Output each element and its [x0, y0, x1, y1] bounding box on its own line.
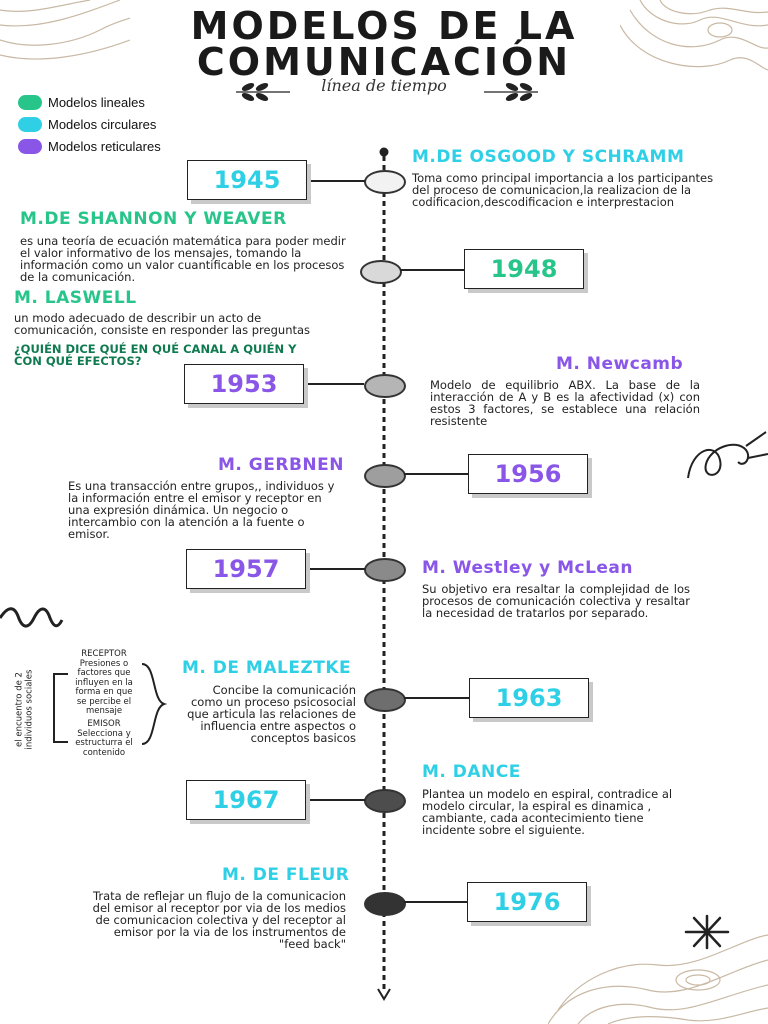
year-box-1953: 1953: [184, 364, 304, 404]
model-title-shannon-weaver: M.DE SHANNON Y WEAVER: [20, 209, 287, 229]
model-question-laswell: ¿QUIÉN DICE QUÉ EN QUÉ CANAL A QUIÉN Y C…: [14, 342, 297, 368]
year-box-1945: 1945: [187, 160, 307, 200]
model-title-westley-mclean: M. Westley y McLean: [422, 558, 634, 578]
decorative-topographic-top-left: [0, 0, 130, 60]
star-doodle-icon: [684, 914, 730, 950]
model-desc-de-fleur: Trata de reflejar un flujo de la comunic…: [92, 889, 346, 951]
model-title-de-fleur: M. DE FLEUR: [222, 865, 350, 885]
maletzke-side-label: el encuentro de 2 individuos sociales: [14, 669, 35, 750]
model-desc-shannon-weaver: es una teoría de ecuación matemática par…: [20, 234, 346, 284]
model-title-dance: M. DANCE: [422, 762, 521, 782]
timeline-node-1967: [364, 789, 406, 813]
legend-label: Modelos circulares: [48, 117, 157, 132]
year-box-1967: 1967: [186, 780, 306, 820]
brace-right: [141, 663, 168, 745]
connector: [400, 269, 465, 271]
model-title-osgood-schramm: M.DE OSGOOD Y SCHRAMM: [412, 147, 685, 167]
swirl-doodle-icon: [687, 431, 768, 479]
legend-swatch-purple: [18, 139, 42, 154]
model-desc-westley-mclean: Su objetivo era resaltar la complejidad …: [422, 582, 690, 620]
maletzke-emisor-note: EMISOR Selecciona y estructurra el conte…: [75, 719, 133, 758]
model-desc-dance: Plantea un modelo en espiral, contradice…: [422, 787, 673, 837]
decorative-topographic-top-right: [620, 0, 768, 71]
legend-swatch-green: [18, 95, 42, 110]
model-desc-gerbner: Es una transacción entre grupos,, indivi…: [68, 479, 335, 541]
page-title-line-2: COMUNICACIÓN: [196, 40, 572, 84]
connector: [404, 697, 470, 699]
leaf-branch-right-icon: [484, 82, 538, 102]
connector: [300, 383, 364, 385]
maletzke-receptor-note: RECEPTOR Presiones o factores que influy…: [75, 649, 133, 716]
year-box-1956: 1956: [468, 454, 588, 494]
connector: [305, 799, 365, 801]
page-title-line-1: MODELOS DE LA: [190, 4, 578, 48]
model-desc-newcomb: Modelo de equilibrio ABX. La base de la …: [430, 378, 700, 428]
connector: [307, 180, 365, 182]
year-box-1957: 1957: [186, 549, 306, 589]
timeline-node-1963: [364, 688, 406, 712]
year-box-1976: 1976: [467, 882, 587, 922]
model-title-newcomb: M. Newcamb: [556, 354, 684, 374]
model-title-gerbner: M. GERBNEN: [218, 455, 344, 475]
model-desc-laswell: un modo adecuado de describir un acto de…: [14, 311, 311, 337]
bracket-left: [53, 673, 68, 743]
page-subtitle: línea de tiempo: [321, 76, 447, 95]
legend: Modelos lineales Modelos circulares Mode…: [18, 95, 161, 154]
model-title-maletzke: M. DE MALEZTKE: [182, 658, 352, 678]
model-desc-osgood-schramm: Toma como principal importancia a los pa…: [412, 171, 714, 209]
timeline-node-1945: [364, 170, 406, 194]
leaf-branch-left-icon: [236, 82, 290, 102]
model-title-laswell: M. LASWELL: [14, 288, 137, 308]
connector: [404, 901, 468, 903]
legend-label: Modelos lineales: [48, 95, 145, 110]
year-box-1948: 1948: [464, 249, 584, 289]
timeline-node-1948: [360, 260, 402, 284]
legend-item-circulares: Modelos circulares: [18, 117, 161, 132]
year-box-1963: 1963: [469, 678, 589, 718]
zigzag-doodle-icon: [0, 607, 64, 628]
timeline-node-1976: [364, 892, 406, 916]
connector: [305, 568, 365, 570]
model-desc-maletzke: Concibe la comunicación como un proceso …: [187, 683, 356, 745]
connector: [404, 473, 468, 475]
timeline-node-1956: [364, 464, 406, 488]
legend-item-lineales: Modelos lineales: [18, 95, 161, 110]
decorative-topographic-bottom-right: [548, 934, 768, 1024]
legend-swatch-cyan: [18, 117, 42, 132]
timeline-node-1957: [364, 558, 406, 582]
timeline-node-1953: [364, 374, 406, 398]
legend-label: Modelos reticulares: [48, 139, 161, 154]
legend-item-reticulares: Modelos reticulares: [18, 139, 161, 154]
